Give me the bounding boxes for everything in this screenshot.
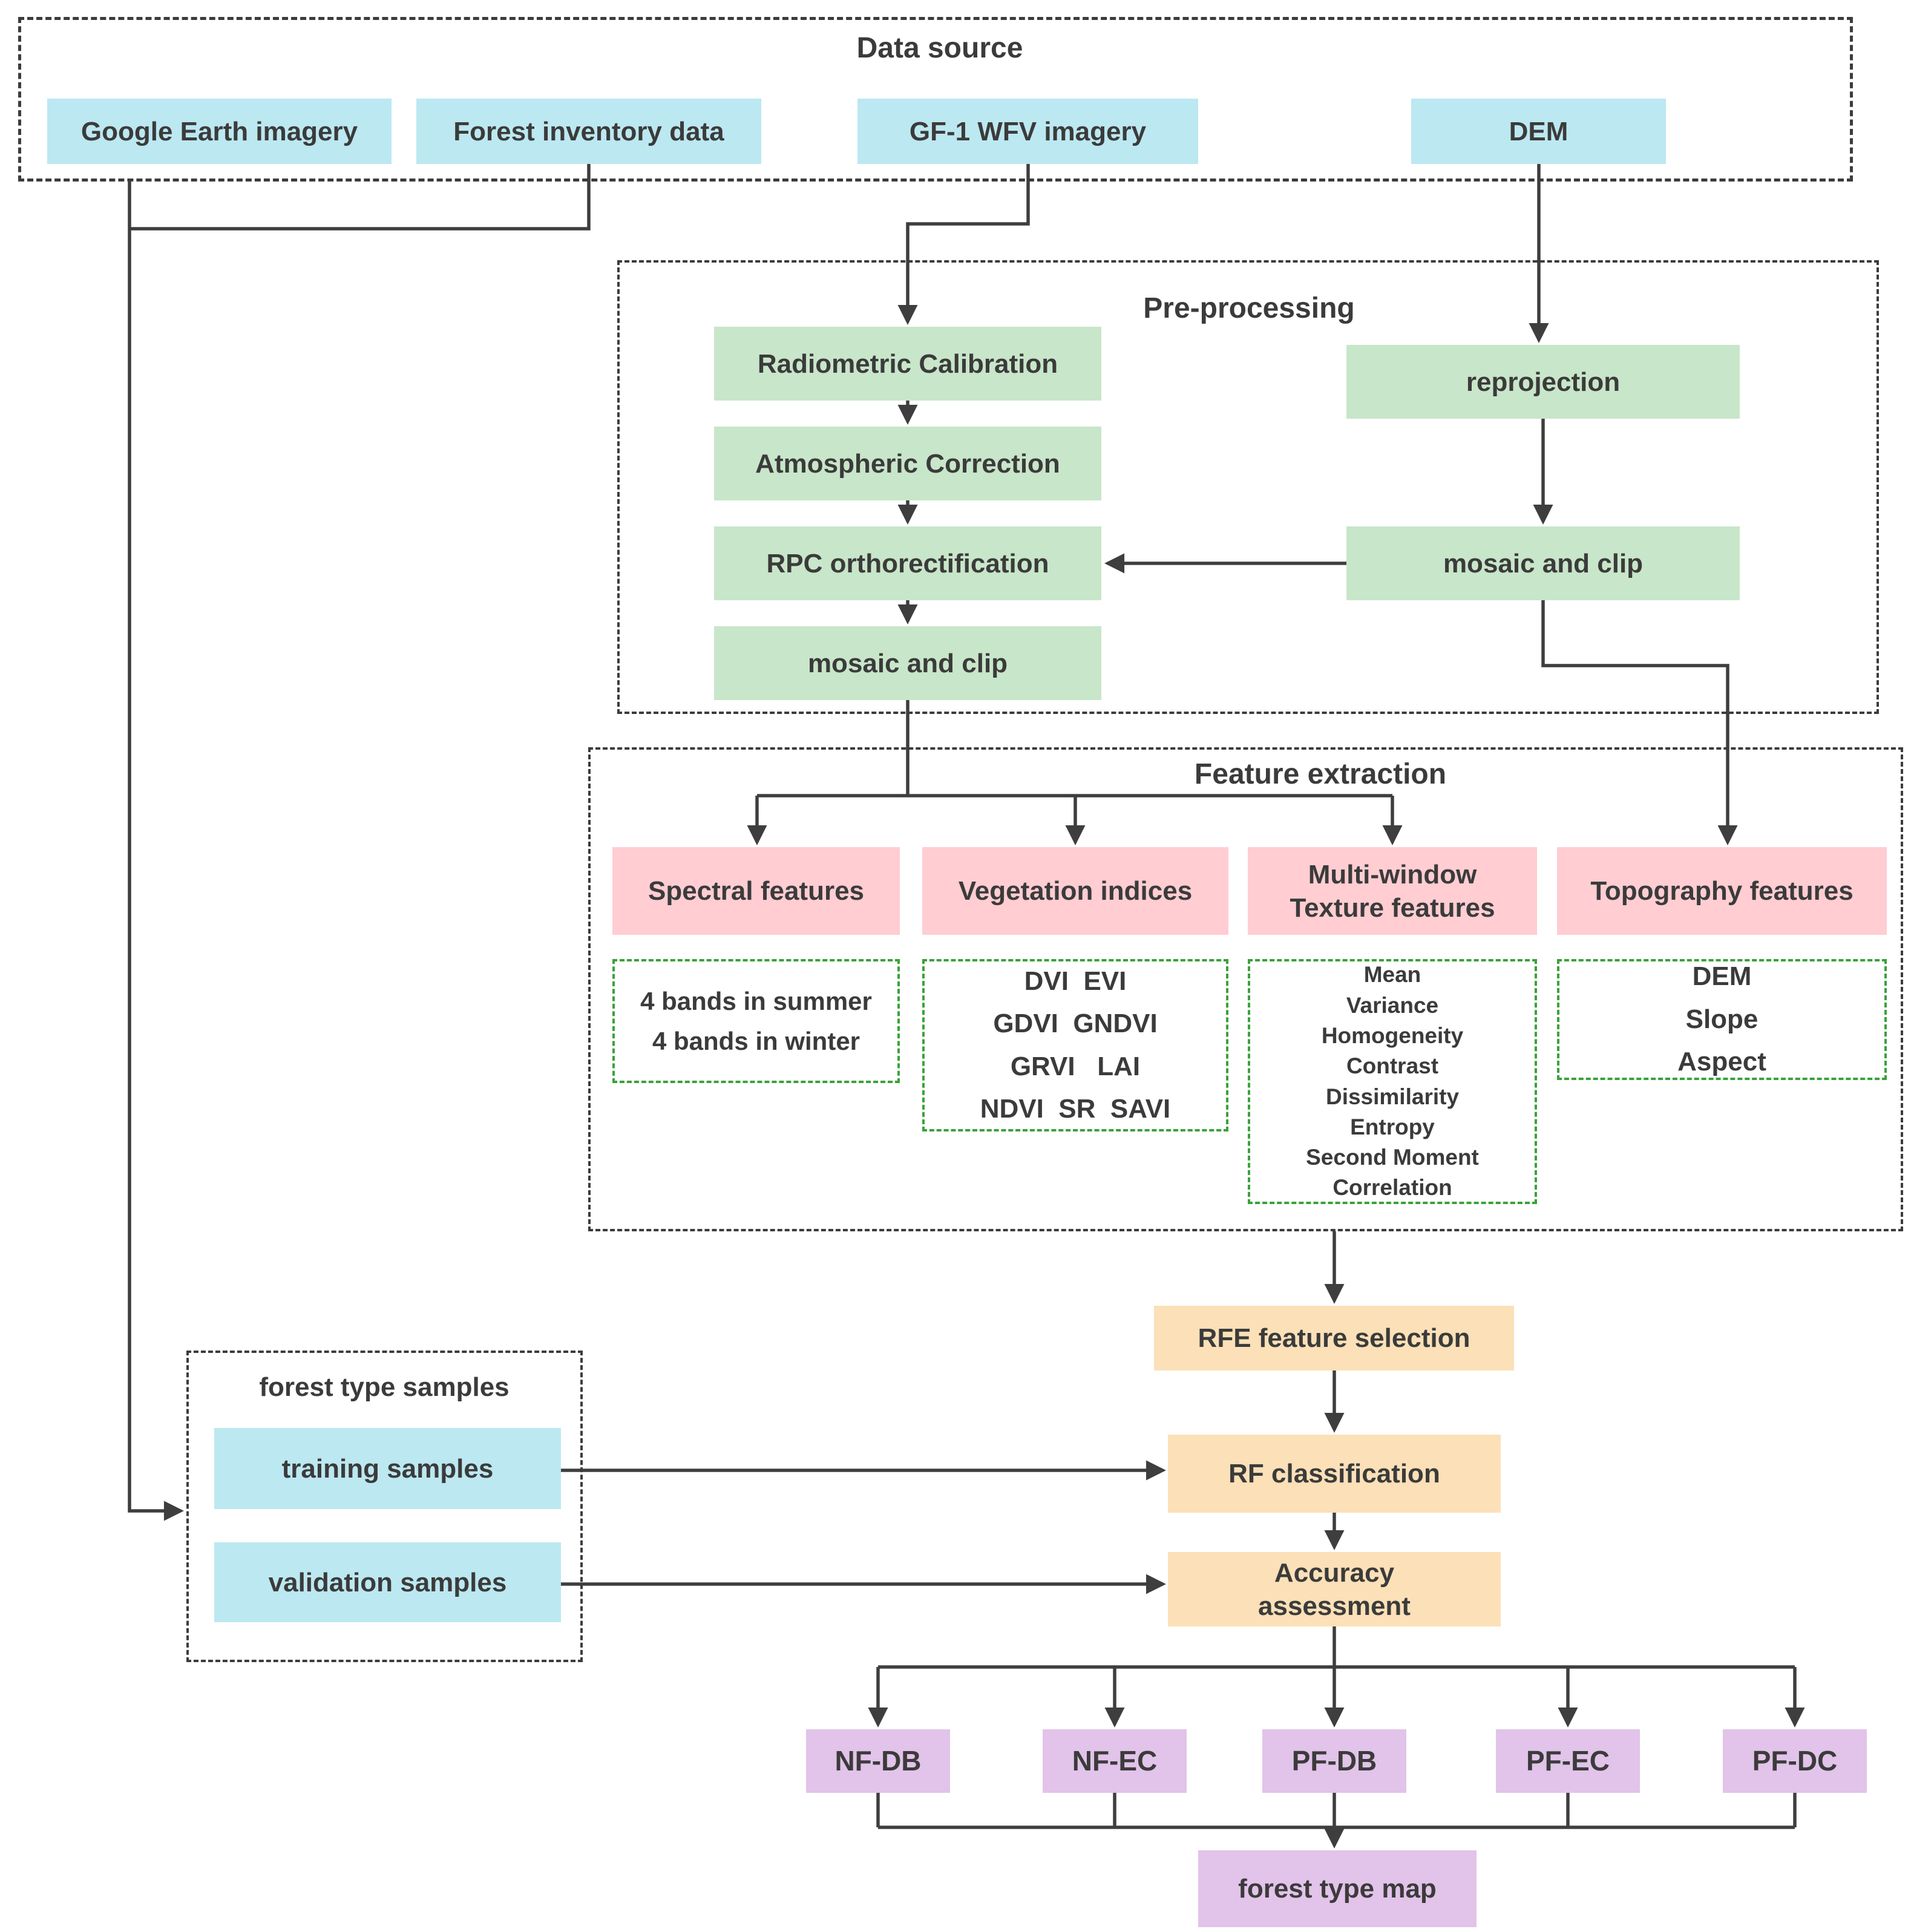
node-spectral-features: Spectral features [612,847,900,935]
node-label: RFE feature selection [1198,1323,1470,1353]
node-mosaic-clip-right: mosaic and clip [1346,526,1740,600]
wire-left-main [128,182,184,1521]
node-gf1-wfv-imagery: GF-1 WFV imagery [857,99,1198,164]
node-dem: DEM [1411,99,1666,164]
node-label: Radiometric Calibration [757,349,1058,379]
node-label: assessment [1258,1591,1411,1621]
detail-texture-measures: Mean Variance Homogeneity Contrast Dissi… [1248,959,1537,1204]
node-label: Spectral features [647,876,865,906]
detail-line: Second Moment [1306,1145,1479,1170]
detail-line: Dissimilarity [1325,1084,1460,1109]
node-training-samples: training samples [214,1428,561,1509]
detail-line: DEM [1692,961,1752,992]
node-forest-inventory-data: Forest inventory data [416,99,761,164]
node-label: DEM [1509,116,1568,146]
forest-type-samples-title: forest type samples [259,1372,510,1402]
node-label: PF-DB [1291,1744,1377,1776]
node-class-nf-db: NF-DB [806,1729,950,1793]
feature-extraction-section [588,747,1903,1231]
node-label: reprojection [1466,367,1621,397]
detail-line: GRVI LAI [1010,1051,1141,1081]
node-label: Multi-window [1308,859,1477,889]
node-label: RPC orthorectification [766,548,1049,578]
wire-mosaic-to-topography [1541,600,1738,845]
node-label: Atmospheric Correction [755,448,1060,479]
node-label: Google Earth imagery [80,116,358,146]
node-topography-features: Topography features [1557,847,1887,935]
detail-line: Slope [1685,1004,1759,1034]
node-reprojection: reprojection [1346,345,1740,419]
node-rfe-feature-selection: RFE feature selection [1154,1306,1514,1370]
detail-line: Correlation [1332,1175,1452,1200]
detail-line: 4 bands in summer [640,987,872,1016]
node-multiwindow-texture-features: Multi-window Texture features [1248,847,1537,935]
node-forest-type-map: forest type map [1198,1850,1477,1927]
detail-line: Entropy [1350,1114,1435,1139]
node-label: forest type map [1238,1874,1437,1904]
node-label: Vegetation indices [958,876,1193,906]
node-label: mosaic and clip [1443,548,1644,578]
detail-topography: DEM Slope Aspect [1557,959,1887,1080]
wire-gf1-to-radiometric [897,164,1030,325]
node-label: NF-EC [1072,1744,1158,1776]
node-label: Topography features [1590,876,1854,906]
node-class-pf-dc: PF-DC [1723,1729,1867,1793]
detail-vegetation-indices: DVI EVI GDVI GNDVI GRVI LAI NDVI SR SAVI [922,959,1228,1131]
detail-line: Variance [1346,992,1439,1018]
feature-extraction-title: Feature extraction [1194,758,1447,790]
forest-type-samples-section [186,1351,583,1662]
detail-line: 4 bands in winter [652,1026,860,1055]
node-rf-classification: RF classification [1168,1435,1501,1513]
node-class-pf-ec: PF-EC [1496,1729,1640,1793]
node-mosaic-clip-left: mosaic and clip [714,626,1101,700]
node-class-pf-db: PF-DB [1262,1729,1406,1793]
pre-processing-title: Pre-processing [1143,292,1355,324]
node-vegetation-indices: Vegetation indices [922,847,1228,935]
node-label: PF-DC [1752,1744,1838,1776]
node-atmospheric-correction: Atmospheric Correction [714,427,1101,500]
detail-line: DVI EVI [1024,966,1127,996]
detail-line: GDVI GNDVI [993,1009,1158,1039]
detail-spectral-bands: 4 bands in summer 4 bands in winter [612,959,900,1083]
node-label: validation samples [268,1567,507,1597]
pre-processing-section [617,260,1879,714]
node-label: NF-DB [834,1744,922,1776]
node-label: GF-1 WFV imagery [909,116,1147,146]
node-label: training samples [281,1453,494,1484]
node-label: Texture features [1290,892,1495,923]
data-source-title: Data source [856,32,1023,64]
node-label: mosaic and clip [807,648,1008,678]
wire-forest-inventory-join [129,164,591,231]
node-label: RF classification [1228,1459,1440,1488]
detail-line: Contrast [1346,1053,1439,1079]
node-class-nf-ec: NF-EC [1043,1729,1187,1793]
node-google-earth-imagery: Google Earth imagery [47,99,392,164]
node-accuracy-assessment: Accuracy assessment [1168,1552,1501,1626]
node-label: Forest inventory data [453,116,724,146]
node-label: PF-EC [1526,1744,1610,1776]
data-source-section [18,17,1853,182]
node-rpc-orthorectification: RPC orthorectification [714,526,1101,600]
detail-line: Homogeneity [1321,1023,1464,1048]
detail-line: Aspect [1677,1047,1766,1077]
detail-line: NDVI SR SAVI [980,1093,1171,1124]
detail-line: Mean [1363,962,1421,987]
node-validation-samples: validation samples [214,1542,561,1622]
node-label: Accuracy [1274,1557,1395,1588]
node-radiometric-calibration: Radiometric Calibration [714,327,1101,401]
